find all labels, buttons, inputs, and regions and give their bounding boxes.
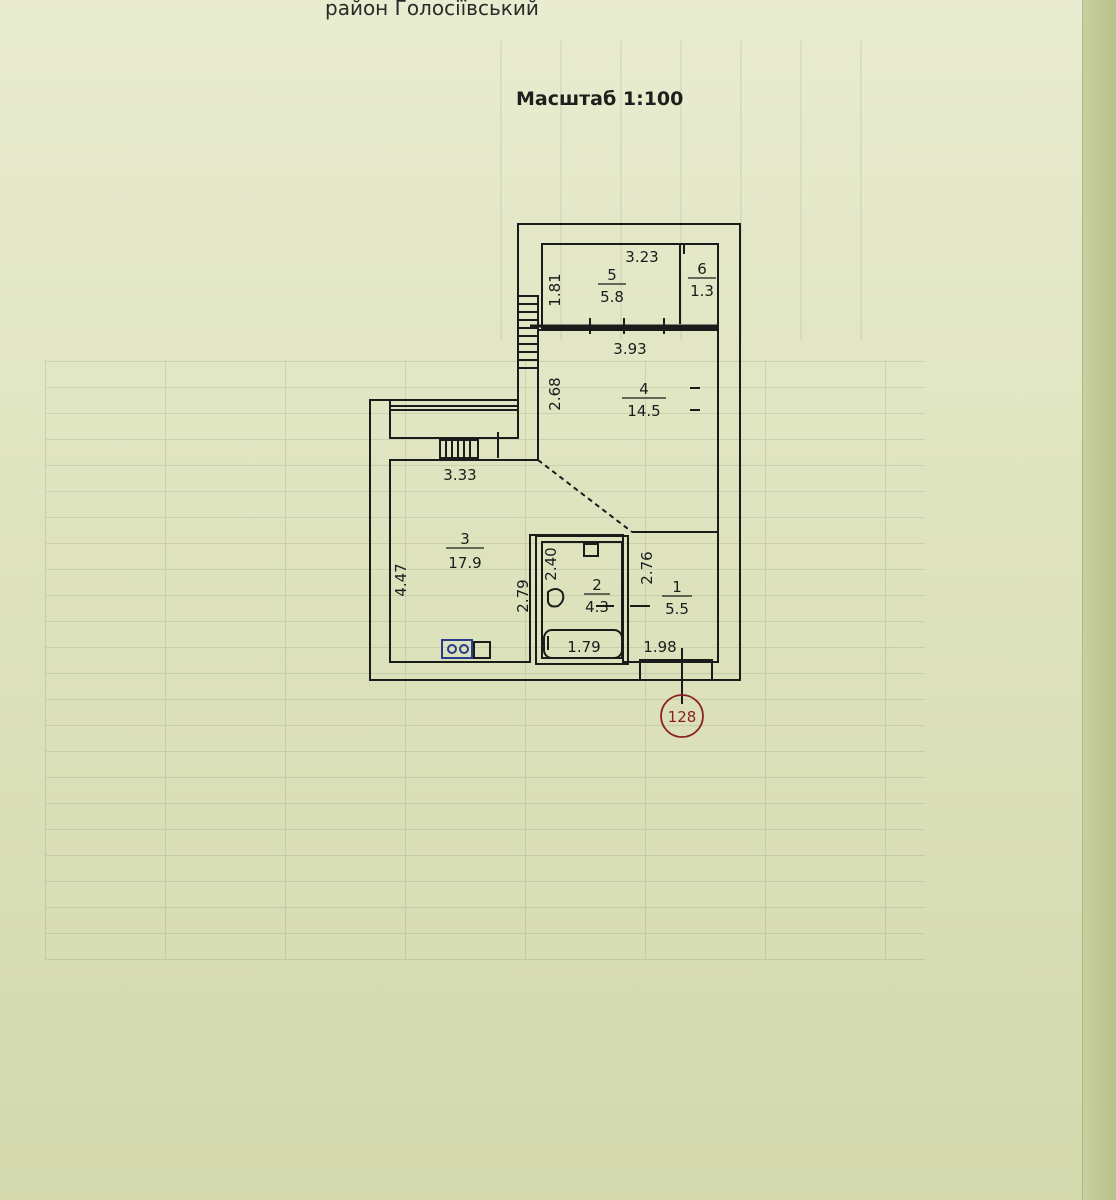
- stamp-circle: [660, 694, 704, 738]
- dashed-opening: [537, 459, 633, 533]
- bathroom-box: [535, 535, 629, 665]
- dim-hall-width: 1.98: [643, 638, 676, 656]
- room-2-area: 4.3: [585, 598, 609, 616]
- room-3-number: 3: [460, 530, 470, 548]
- entrance-door: [639, 659, 713, 681]
- district-label: район Голосіївський: [325, 0, 539, 20]
- dim-hall-depth: 2.76: [638, 551, 656, 584]
- kitchen-sink: [473, 641, 491, 659]
- dim-bath-height: 2.40: [542, 547, 560, 580]
- room-4-number: 4: [639, 380, 649, 398]
- dim-room3-depth: 4.47: [392, 563, 410, 596]
- room-4-area: 14.5: [627, 402, 660, 420]
- sink: [583, 543, 599, 557]
- dim-room3-width: 3.33: [443, 466, 476, 484]
- window-block: [389, 399, 519, 439]
- paper-edge: [1082, 0, 1116, 1200]
- dim-bath-side: 2.79: [514, 579, 532, 612]
- room-1-area: 5.5: [665, 600, 689, 618]
- dim-room4-depth: 2.68: [546, 377, 564, 410]
- stamp-number: 128: [668, 708, 697, 726]
- show-through-columns: [500, 40, 920, 340]
- room-3-area: 17.9: [448, 554, 481, 572]
- room-1-number: 1: [672, 578, 682, 596]
- dim-bath-width: 1.79: [567, 638, 600, 656]
- bathtub: [543, 629, 623, 659]
- toilet: [547, 588, 565, 608]
- room-6-number: 6: [697, 260, 707, 278]
- room-6-area: 1.3: [690, 282, 714, 300]
- room-5-number: 5: [607, 266, 617, 284]
- dim-balcony-width: 3.23: [625, 248, 658, 266]
- room-5-area: 5.8: [600, 288, 624, 306]
- stove: [441, 639, 473, 659]
- dim-balcony-depth: 1.81: [546, 273, 564, 306]
- scale-label: Масштаб 1:100: [516, 88, 684, 110]
- balcony-box: [541, 243, 719, 329]
- room-2-number: 2: [592, 576, 602, 594]
- dim-room4-width: 3.93: [613, 340, 646, 358]
- inner-wall: [389, 329, 719, 663]
